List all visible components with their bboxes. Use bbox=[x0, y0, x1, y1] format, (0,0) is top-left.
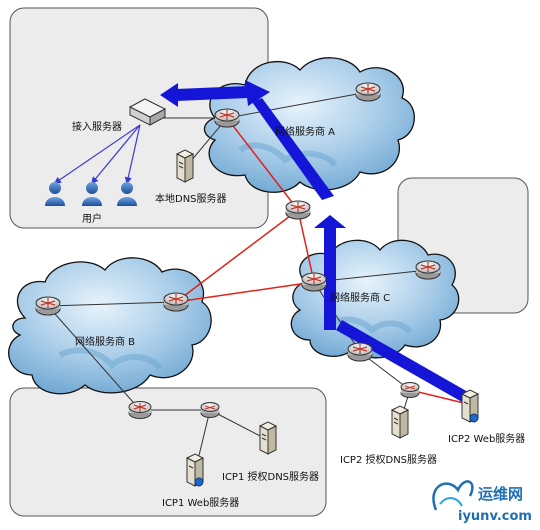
local-dns-server-icon bbox=[175, 149, 195, 183]
user-connections bbox=[53, 124, 141, 185]
router-icp2-gateway bbox=[400, 382, 420, 398]
watermark-logo bbox=[432, 480, 474, 511]
icp2-dns-label: ICP2 授权DNS服务器 bbox=[340, 453, 437, 466]
router-c-east bbox=[415, 260, 441, 280]
router-icp1-inner bbox=[200, 402, 220, 418]
icp1-dns-server-icon bbox=[258, 421, 278, 455]
access-server-icon bbox=[128, 98, 167, 126]
watermark-name: 运维网 bbox=[478, 485, 523, 503]
flow-arrow-a-up bbox=[252, 98, 334, 200]
flow-arrow-head-a bbox=[245, 80, 270, 106]
icp1-network-panel bbox=[9, 387, 327, 517]
content-flow-arrows bbox=[160, 80, 468, 402]
watermark-url: iyunv.com bbox=[458, 509, 532, 524]
isp-a-label: 网络服务商 A bbox=[275, 125, 335, 138]
router-b-west bbox=[35, 296, 61, 316]
isp-b-cloud bbox=[8, 257, 212, 395]
flow-arrow-head-access bbox=[160, 83, 178, 107]
icp2-dns-server-icon bbox=[390, 405, 410, 439]
router-icp1-gateway bbox=[128, 401, 152, 419]
isp-b-label: 网络服务商 B bbox=[75, 335, 135, 348]
local-dns-label: 本地DNS服务器 bbox=[155, 192, 227, 205]
user-icon-1 bbox=[45, 182, 65, 206]
router-core bbox=[285, 200, 311, 220]
icp1-web-label: ICP1 Web服务器 bbox=[162, 496, 239, 509]
user-icon-3 bbox=[117, 182, 137, 206]
icp1-web-server-icon bbox=[185, 453, 205, 487]
router-b-east bbox=[163, 292, 189, 312]
flow-arrow-c-up bbox=[314, 215, 346, 330]
router-c-west bbox=[301, 272, 327, 292]
user-icon-2 bbox=[82, 182, 102, 206]
router-c-south bbox=[347, 342, 373, 362]
router-a-east bbox=[355, 82, 381, 102]
isp-c-label: 网络服务商 C bbox=[330, 291, 390, 304]
icp1-dns-label: ICP1 授权DNS服务器 bbox=[222, 470, 319, 483]
access-server-label: 接入服务器 bbox=[72, 120, 122, 133]
red-links bbox=[175, 117, 469, 405]
icp2-web-server-icon bbox=[460, 389, 480, 423]
flow-arrow-to-access bbox=[176, 86, 248, 101]
flow-arrow-icp2-to-c bbox=[336, 320, 468, 402]
users-label: 用户 bbox=[82, 212, 102, 225]
router-a-west bbox=[214, 108, 240, 128]
icp2-web-label: ICP2 Web服务器 bbox=[448, 432, 525, 445]
